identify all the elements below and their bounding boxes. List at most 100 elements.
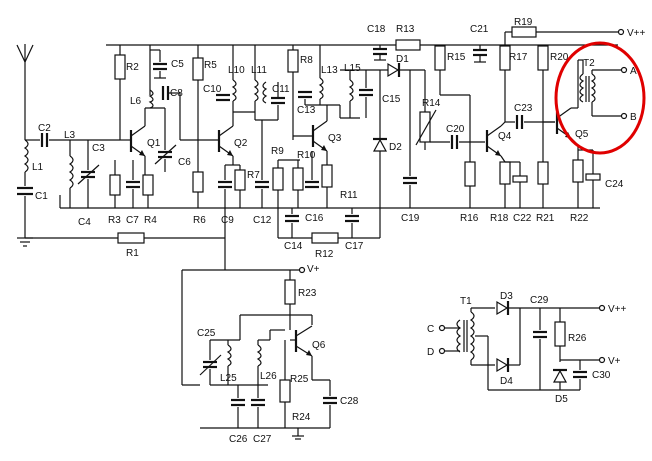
capacitor-c15 [359,70,373,118]
label-c19: C19 [401,213,420,224]
capacitor-c23 [515,115,524,129]
label-r4: R4 [144,215,157,226]
label-l13: L13 [321,65,338,76]
label-c15: C15 [382,94,401,105]
terminal-d [438,347,446,355]
label-t1: T1 [460,296,472,307]
capacitor-c28 [323,380,337,428]
label-d3: D3 [500,291,513,302]
resistor-r23 [284,279,296,305]
resistor-r8 [287,49,299,73]
label-c16: C16 [305,213,324,224]
inductor-l11 [253,45,268,120]
label-r11: R11 [340,190,358,201]
label-r3: R3 [108,215,121,226]
diode-d1 [380,62,425,78]
resistor-r9 [272,167,284,191]
inductor-l3 [68,140,74,208]
resistor-r10 [292,167,304,191]
inductor-l15 [348,70,354,118]
label-r26: R26 [568,333,587,344]
inductor-l6 [148,89,154,109]
capacitor-c9 [218,180,232,270]
vpp-label-psu: V++ [608,304,627,315]
vpp-label-top: V++ [627,28,646,39]
resistor-r25 [279,379,291,403]
transformer-t2 [579,60,622,117]
label-c17: C17 [345,241,364,252]
label-r10: R10 [297,150,316,161]
resistor-r2 [114,54,126,80]
capacitor-c11 [271,82,285,120]
capacitor-c20 [450,135,459,149]
label-r21: R21 [536,213,555,224]
resistor-r1 [117,232,145,244]
label-r8: R8 [300,55,313,66]
inductor-l25 [226,340,232,385]
capacitor-c16 [305,151,319,189]
ground-icon-osc [292,435,304,440]
inductor-l26 [256,340,262,385]
label-c14: C14 [284,241,303,252]
capacitor-c30 [573,360,587,390]
label-c23: C23 [514,103,533,114]
resistor-r7 [234,169,246,191]
resistor-r18 [499,161,511,185]
label-q2: Q2 [234,138,248,149]
diode-d3 [496,300,600,316]
label-c18: C18 [367,24,386,35]
capacitor-c27 [251,385,265,428]
label-r17: R17 [509,52,528,63]
ground-icon [17,237,33,247]
label-c30: C30 [592,370,611,381]
label-c4: C4 [78,217,91,228]
label-d2: D2 [389,142,402,153]
capacitor-c17 [345,208,359,238]
label-c28: C28 [340,396,359,407]
input-d-label: D [427,347,434,358]
label-l3: L3 [64,130,76,141]
label-r2: R2 [126,62,139,73]
terminal-c [438,324,446,332]
label-c27: C27 [253,434,272,445]
label-c1: C1 [35,191,48,202]
resistor-r26 [554,321,566,347]
output-a-label: A [630,66,637,77]
input-c-label: C [427,324,434,335]
vp-label-psu: V+ [608,356,621,367]
label-c24: C24 [605,179,624,190]
resistor-r21 [537,161,549,185]
capacitor-c12 [255,120,269,208]
label-r24: R24 [292,412,311,423]
capacitor-c29 [533,308,547,390]
label-r15: R15 [447,52,466,63]
label-r23: R23 [298,288,317,299]
label-l25: L25 [220,373,237,384]
label-q6: Q6 [312,340,326,351]
label-l11: L11 [251,65,267,76]
terminal-a [620,66,628,74]
label-r1: R1 [126,248,139,259]
label-r5: R5 [204,60,217,71]
label-r25: R25 [290,374,309,385]
label-r9: R9 [271,146,284,157]
inductor-l10 [231,45,237,112]
label-c20: C20 [446,124,465,135]
label-q5: Q5 [575,129,589,140]
capacitor-c2 [40,133,49,147]
label-c5: C5 [171,59,184,70]
label-c29: C29 [530,295,549,306]
resistor-r5 [192,57,204,81]
potentiometer-r14 [419,111,431,143]
output-b-label: B [630,112,637,123]
zener-diode-d5 [552,368,568,390]
label-l15: L15 [344,63,361,74]
resistor-r16 [464,161,476,187]
transistor-q2 [217,125,234,157]
resistor-r15 [434,45,446,71]
label-c3: C3 [92,143,105,154]
vp-terminal-psu [598,356,606,364]
label-l26: L26 [260,371,277,382]
label-c11: C11 [272,84,290,95]
